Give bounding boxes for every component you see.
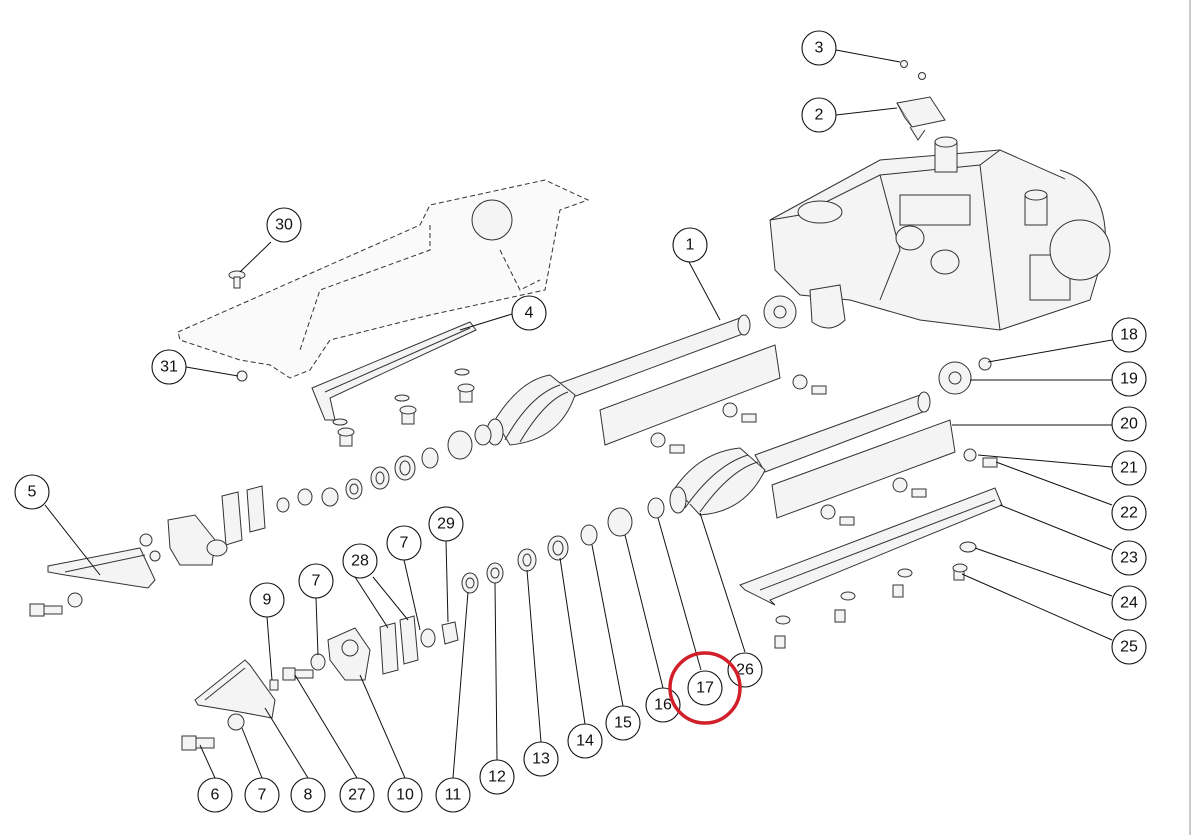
svg-text:16: 16 (654, 697, 672, 714)
part-4-rail (311, 321, 477, 421)
callout-22: 22 (1111, 495, 1147, 531)
rail-bolts (332, 368, 475, 447)
svg-text:3: 3 (815, 40, 824, 57)
svg-text:12: 12 (488, 769, 506, 786)
svg-text:6: 6 (211, 787, 220, 804)
callout-7-middle: 7 (298, 563, 334, 599)
callout-30: 30 (266, 207, 302, 243)
callout-13: 13 (523, 741, 559, 777)
part-3-screws (900, 60, 926, 80)
callout-28: 28 (342, 543, 378, 579)
svg-text:17: 17 (696, 680, 714, 697)
svg-text:28: 28 (351, 553, 369, 570)
lower-mounting (181, 615, 459, 751)
callout-4: 4 (511, 295, 547, 331)
svg-text:7: 7 (400, 535, 409, 552)
callout-26: 26 (727, 652, 763, 688)
svg-text:24: 24 (1120, 595, 1138, 612)
upper-bolts (650, 374, 827, 454)
part-1-upper-shaft (486, 314, 751, 446)
callout-7-bottom: 7 (244, 777, 280, 813)
svg-text:21: 21 (1120, 460, 1138, 477)
callout-19: 19 (1111, 361, 1147, 397)
parts-drawing (29, 60, 1111, 751)
callout-15: 15 (605, 705, 641, 741)
svg-text:23: 23 (1120, 550, 1138, 567)
callout-1: 1 (672, 227, 708, 263)
gearbox-assembly (763, 136, 1111, 331)
lower-spacer-row (461, 497, 665, 594)
callout-9: 9 (249, 582, 285, 618)
svg-text:31: 31 (160, 359, 178, 376)
svg-text:5: 5 (28, 484, 37, 501)
svg-text:8: 8 (304, 787, 313, 804)
callout-20: 20 (1111, 406, 1147, 442)
callout-8: 8 (290, 777, 326, 813)
frame-plate (177, 179, 590, 379)
leader-lines (44, 49, 1113, 779)
part-5-arm (29, 533, 156, 617)
callout-5: 5 (14, 474, 50, 510)
callout-10: 10 (387, 777, 423, 813)
svg-text:19: 19 (1120, 371, 1138, 388)
svg-text:7: 7 (312, 573, 321, 590)
highlight-ring-callout-17 (668, 651, 742, 725)
svg-text:25: 25 (1120, 639, 1138, 656)
svg-text:10: 10 (396, 787, 414, 804)
upper-scraper-plate (599, 344, 781, 446)
callout-14: 14 (567, 723, 603, 759)
svg-text:7: 7 (258, 787, 267, 804)
svg-text:2: 2 (815, 107, 824, 124)
callout-18: 18 (1111, 317, 1147, 353)
parts-24-25 (774, 541, 977, 649)
svg-text:22: 22 (1120, 505, 1138, 522)
part-23-long-rail (739, 487, 1003, 606)
callout-6: 6 (197, 777, 233, 813)
svg-text:30: 30 (275, 217, 293, 234)
callout-27: 27 (339, 777, 375, 813)
svg-text:27: 27 (348, 787, 366, 804)
svg-text:20: 20 (1120, 416, 1138, 433)
svg-text:18: 18 (1120, 327, 1138, 344)
callout-3: 3 (801, 30, 837, 66)
svg-text:14: 14 (576, 733, 594, 750)
svg-text:26: 26 (736, 662, 754, 679)
callout-2: 2 (801, 97, 837, 133)
callout-17: 17 (687, 670, 723, 706)
upper-spacer-row (276, 424, 492, 513)
lower-scraper-plate (771, 419, 956, 519)
svg-text:4: 4 (525, 305, 534, 322)
part-31-nut (236, 370, 248, 382)
callout-23: 23 (1111, 540, 1147, 576)
callout-21: 21 (1111, 450, 1147, 486)
callouts: 1 2 3 4 5 6 7 7 7 8 9 10 11 12 13 14 15 … (14, 30, 1147, 813)
svg-text:9: 9 (263, 592, 272, 609)
callout-29: 29 (428, 506, 464, 542)
part-30-bolt (228, 270, 246, 289)
upper-shim-plates (149, 485, 266, 566)
svg-text:11: 11 (445, 787, 462, 804)
callout-24: 24 (1111, 585, 1147, 621)
lower-shaft (669, 357, 992, 516)
part-2-bracket (896, 96, 946, 141)
callout-31: 31 (151, 349, 187, 385)
svg-text:29: 29 (437, 516, 455, 533)
svg-text:15: 15 (614, 715, 632, 732)
svg-text:1: 1 (686, 237, 695, 254)
callout-25: 25 (1111, 629, 1147, 665)
callout-7-upper: 7 (386, 525, 422, 561)
svg-text:13: 13 (532, 751, 550, 768)
callout-12: 12 (479, 759, 515, 795)
lower-bolts (820, 448, 998, 526)
callout-11: 11 (435, 777, 471, 813)
